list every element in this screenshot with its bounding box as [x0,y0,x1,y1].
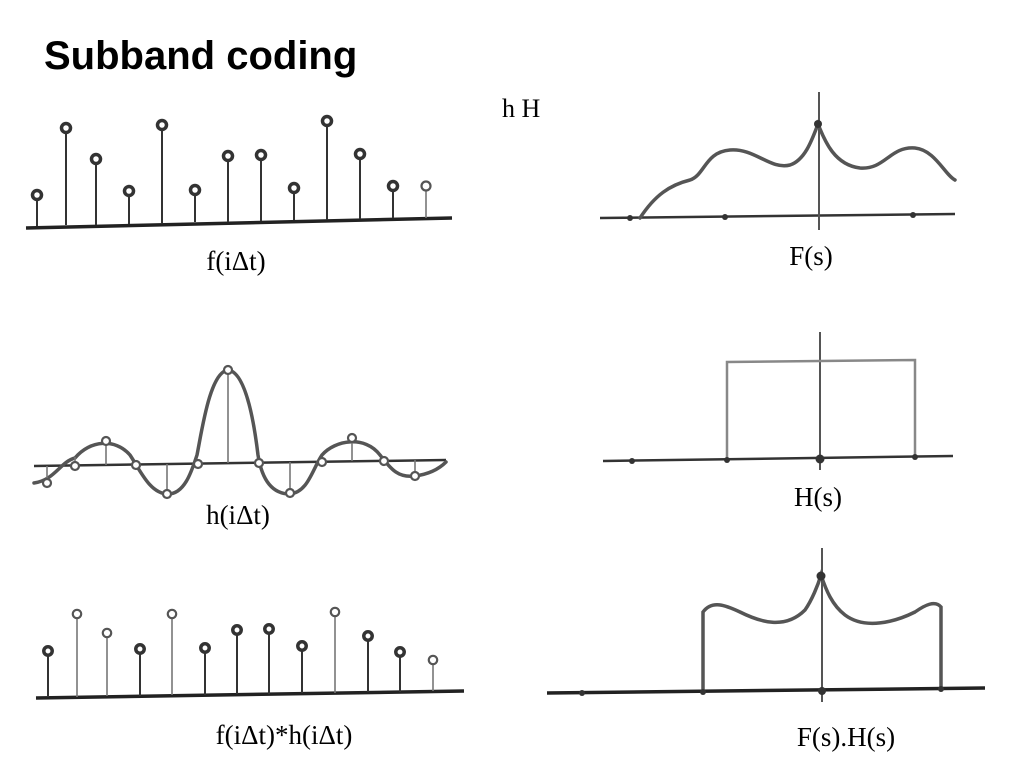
f-time-samples [30,114,432,202]
sample-point [221,149,235,163]
axis-tick [724,457,730,463]
sample-point [263,623,275,635]
F-spectrum-curve [638,119,957,220]
sample-point [155,118,169,132]
H-freq-plot [602,332,954,470]
sample-point [89,152,103,166]
sample-point [409,470,421,482]
sample-point [42,645,54,657]
sample-point [134,643,146,655]
H-freq-axis [602,454,954,463]
sample-point [231,624,243,636]
h-time-plot [32,364,448,500]
sample-point [427,654,439,666]
prod-freq-plot [546,548,986,702]
sample-point [192,458,204,470]
sample-point [161,488,173,500]
sample-point [122,184,136,198]
sample-point [253,457,265,469]
prod-peak-marker [816,571,826,581]
sample-point [420,180,432,192]
axis-tick [579,690,585,696]
sample-point [222,364,234,376]
sample-point [59,121,73,135]
axis-tick [627,215,633,221]
axis-tick [629,458,635,464]
f-time-label: f(iΔt) [206,246,266,276]
sample-point [284,487,296,499]
sample-point [386,179,400,193]
h-time-label: h(iΔt) [206,500,270,530]
sample-point [320,114,334,128]
slide-title: Subband coding [44,34,358,78]
F-freq-plot [599,92,957,230]
conv-time-axis [35,689,465,700]
H-rect-passband [725,358,917,460]
sample-point [254,148,268,162]
conv-time-plot [35,606,465,700]
conv-time-samples [42,606,439,666]
sample-point [316,456,328,468]
sample-point [101,627,113,639]
sample-point [378,455,390,467]
f-time-axis [25,216,453,230]
axis-tick [938,686,944,692]
h-time-stems [46,370,416,494]
sample-point [41,477,53,489]
axis-tick [910,212,916,218]
sample-point [287,181,301,195]
f-time-stems [36,121,427,226]
sample-point [346,432,358,444]
sample-point [30,188,44,202]
h-impulse-envelope [32,368,448,496]
legend-text: h H [502,94,541,123]
axis-tick [700,689,706,695]
h-time-samples [41,364,421,500]
prod-freq-axis [546,686,986,695]
conv-time-stems [47,612,434,697]
sample-point [296,640,308,652]
F-peak-marker [814,120,822,128]
axis-tick [912,454,918,460]
sample-point [71,608,83,620]
f-time-plot [25,114,453,230]
F-freq-axis [599,212,956,220]
h-time-axis [33,458,447,468]
F-freq-label: F(s) [789,241,833,271]
sample-point [329,606,341,618]
sample-point [100,435,112,447]
axis-tick [722,214,728,220]
conv-time-label: f(iΔt)*h(iΔt) [215,720,353,750]
prod-freq-label: F(s).H(s) [796,722,896,752]
H-freq-label: H(s) [794,482,842,512]
sample-point [69,460,81,472]
sample-point [353,147,367,161]
sample-point [130,459,142,471]
sample-point [199,642,211,654]
axis-tick [815,454,825,464]
sample-point [362,630,374,642]
sample-point [166,608,178,620]
axis-tick [818,687,826,695]
sample-point [188,183,202,197]
sample-point [394,646,406,658]
